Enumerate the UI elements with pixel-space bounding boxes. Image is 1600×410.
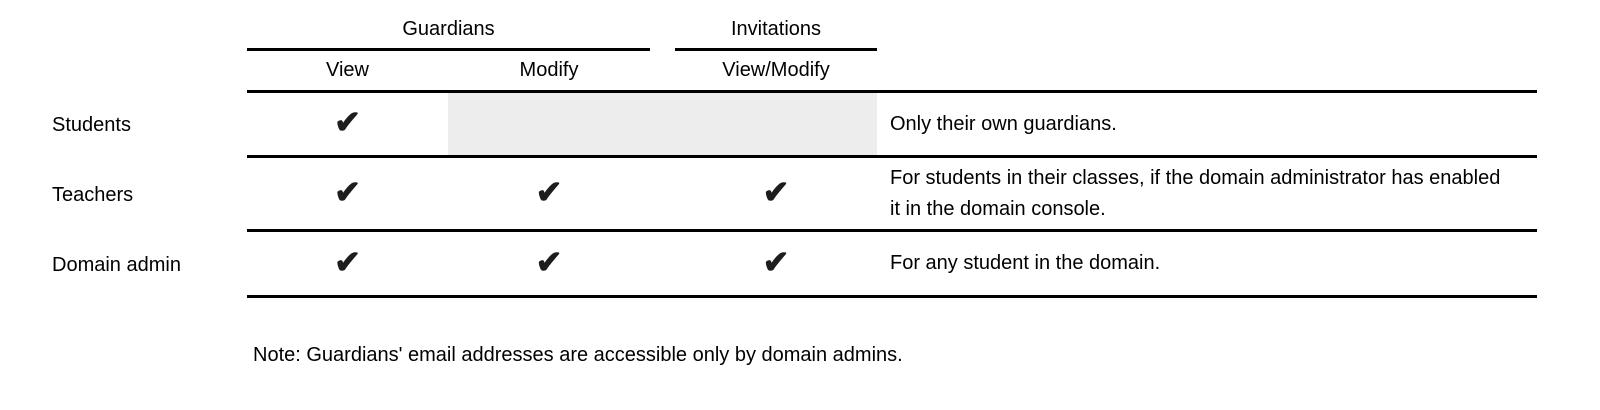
group-gap bbox=[650, 51, 675, 93]
cell-admin-view-modify: ✔ bbox=[675, 232, 877, 298]
remark-text: For students in their classes, if the do… bbox=[890, 166, 1501, 220]
remark-text: Only their own guardians. bbox=[890, 112, 1117, 135]
check-icon: ✔ bbox=[762, 243, 790, 280]
cell-admin-view: ✔ bbox=[247, 232, 448, 298]
row-label: Students bbox=[52, 114, 131, 136]
table-header-groups: Guardians Invitations bbox=[0, 0, 1600, 51]
column-header-view-modify: View/Modify bbox=[675, 51, 877, 93]
cell-students-view: ✔ bbox=[247, 93, 448, 158]
remark-text: For any student in the domain. bbox=[890, 252, 1161, 274]
cell-students-disabled-region bbox=[448, 93, 877, 158]
row-label-cell: Students bbox=[0, 93, 247, 158]
column-group-label: Guardians bbox=[402, 18, 495, 40]
column-header-modify: Modify bbox=[448, 51, 650, 93]
table-header-columns: View Modify View/Modify bbox=[0, 51, 1600, 93]
check-icon: ✔ bbox=[535, 173, 563, 210]
cell-teachers-view-modify: ✔ bbox=[675, 158, 877, 232]
cell-admin-remark: For any student in the domain. bbox=[877, 232, 1537, 298]
group-gap bbox=[650, 158, 675, 232]
cell-teachers-view: ✔ bbox=[247, 158, 448, 232]
row-label: Domain admin bbox=[52, 253, 181, 276]
row-label-cell: Domain admin bbox=[0, 232, 247, 298]
check-icon: ✔ bbox=[334, 243, 361, 280]
cell-teachers-modify: ✔ bbox=[448, 158, 650, 232]
table-row-students: Students ✔ Only their own guardians. bbox=[0, 93, 1600, 158]
group-gap bbox=[650, 0, 675, 51]
cell-teachers-remark: For students in their classes, if the do… bbox=[877, 158, 1537, 232]
permissions-table: Guardians Invitations View Modify View/M… bbox=[0, 0, 1600, 298]
column-group-label: Invitations bbox=[730, 18, 822, 40]
cell-admin-modify: ✔ bbox=[448, 232, 650, 298]
column-group-guardians: Guardians bbox=[247, 0, 650, 51]
group-gap bbox=[650, 232, 675, 298]
check-icon: ✔ bbox=[334, 104, 361, 140]
row-label-cell: Teachers bbox=[0, 158, 247, 232]
table-row-domain-admin: Domain admin ✔ ✔ ✔ For any student in th… bbox=[0, 232, 1600, 298]
check-icon: ✔ bbox=[334, 173, 361, 210]
row-label: Teachers bbox=[52, 183, 134, 206]
column-group-invitations: Invitations bbox=[675, 0, 877, 51]
note-text: Note: Guardians' email addresses are acc… bbox=[253, 344, 903, 366]
check-icon: ✔ bbox=[762, 173, 790, 210]
cell-students-remark: Only their own guardians. bbox=[877, 93, 1537, 158]
check-icon: ✔ bbox=[535, 243, 563, 280]
header-spacer bbox=[0, 0, 247, 51]
header-spacer bbox=[0, 51, 247, 93]
column-header-remarks bbox=[877, 51, 1537, 93]
table-row-teachers: Teachers ✔ ✔ ✔ For students in their cla… bbox=[0, 158, 1600, 232]
column-header-view: View bbox=[247, 51, 448, 93]
